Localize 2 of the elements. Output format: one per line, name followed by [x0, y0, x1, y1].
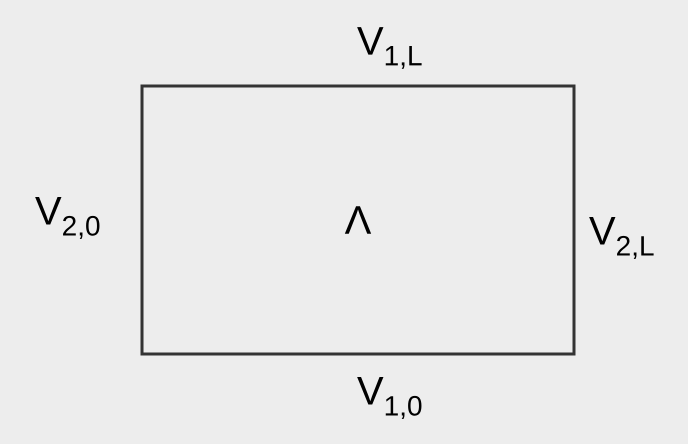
side-label: V$_{2,0}$ — [35, 196, 100, 240]
rectangle: Λ — [140, 84, 576, 356]
